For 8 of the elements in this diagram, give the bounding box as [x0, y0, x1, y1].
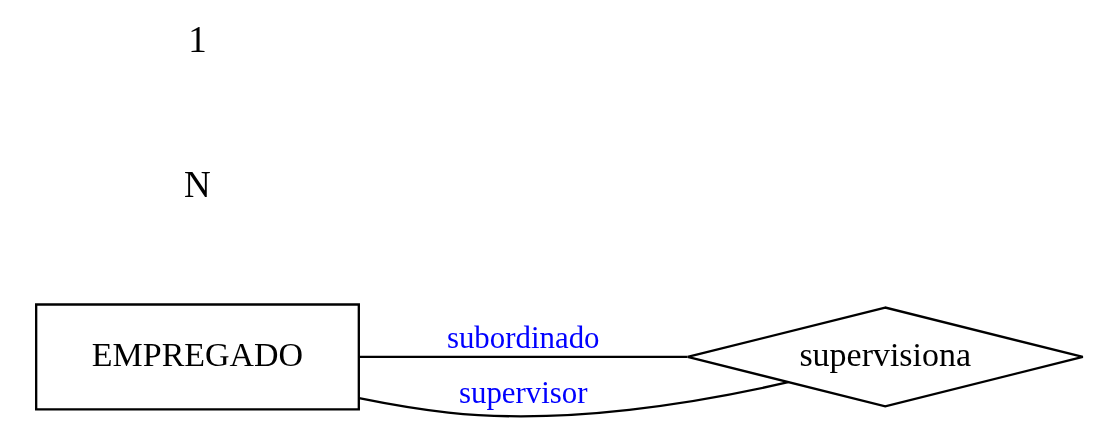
- node-diamond: supervisiona: [686, 306, 1084, 408]
- connector: [359, 355, 688, 359]
- label: 1: [188, 18, 207, 60]
- connector: [358, 381, 789, 418]
- edge-label: subordinado: [446, 319, 600, 355]
- edge-label: supervisor: [458, 375, 588, 411]
- label: N: [184, 163, 211, 205]
- node-box: EMPREGADO: [35, 303, 360, 411]
